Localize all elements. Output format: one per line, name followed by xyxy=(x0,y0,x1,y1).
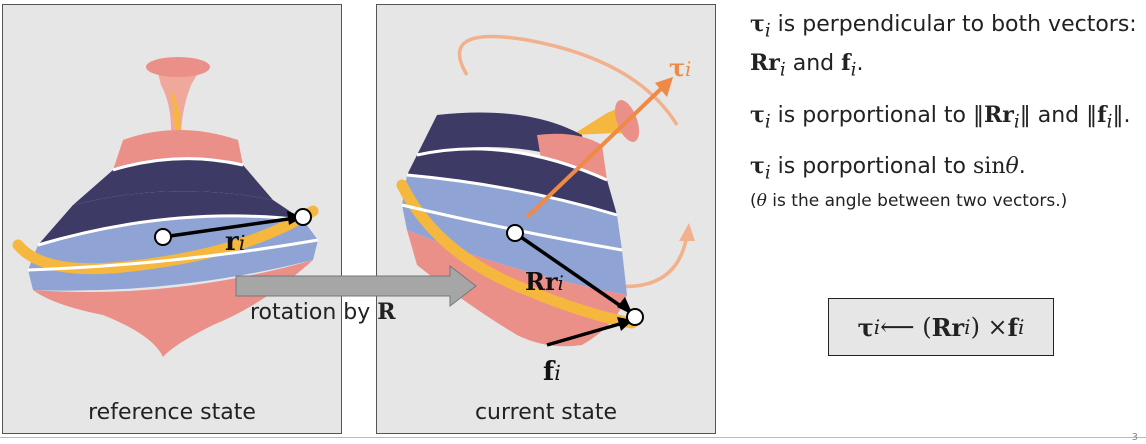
handle-highlight xyxy=(171,90,181,130)
rotation-label: rotation by R xyxy=(250,299,396,325)
band-line xyxy=(416,147,608,182)
current-spinning-top xyxy=(396,34,695,347)
top-band-salmon xyxy=(113,130,243,170)
rotation-arrowhead xyxy=(679,223,695,241)
current-caption: current state xyxy=(474,400,618,425)
band-line xyxy=(406,173,618,217)
top-band-navy xyxy=(73,158,273,205)
rotation-arc-top xyxy=(457,34,679,126)
top-handle xyxy=(158,70,198,130)
r-end-point xyxy=(294,208,312,226)
reference-state-panel: ri reference state xyxy=(2,4,342,434)
vector-rr-arrow xyxy=(514,231,626,311)
mid-band-navy xyxy=(407,148,617,215)
rr-end-point xyxy=(626,308,644,326)
reference-spinning-top xyxy=(12,57,319,357)
vector-r-label: ri xyxy=(225,227,246,257)
vector-f-arrow xyxy=(546,321,624,347)
band-line xyxy=(27,238,319,272)
rr-start-point xyxy=(506,224,524,242)
tau-axis-arrow xyxy=(525,83,667,219)
footer-divider xyxy=(0,437,1146,438)
tau-label: τi xyxy=(669,53,692,82)
explanation-text: τi is perpendicular to both vectors: Rri… xyxy=(750,8,1142,224)
yellow-ring xyxy=(12,205,319,275)
paragraph-perpendicular: τi is perpendicular to both vectors: Rri… xyxy=(750,11,1137,81)
paragraph-sine: τi is porportional to sinθ. (θ is the an… xyxy=(750,150,1142,211)
page-number: 3 xyxy=(1131,432,1138,443)
vector-f-label: fi xyxy=(543,357,561,387)
paragraph-magnitude: τi is porportional to ‖Rri‖ and ‖fi‖. xyxy=(750,101,1131,133)
band-line xyxy=(112,157,244,172)
band-line xyxy=(37,214,304,247)
reference-caption: reference state xyxy=(88,400,256,425)
vector-rr-label: Rri xyxy=(525,267,564,296)
theta-note: (θ is the angle between two vectors.) xyxy=(750,190,1068,211)
mid-band-blue xyxy=(402,175,622,250)
handle-cap xyxy=(146,57,210,77)
yellow-ring xyxy=(396,179,638,329)
r-start-point xyxy=(154,228,172,246)
tau-arrowhead xyxy=(655,77,673,97)
vector-r-arrow xyxy=(162,216,296,239)
top-band-salmon xyxy=(537,133,607,180)
current-state-panel: Rri fi τi current state xyxy=(376,4,716,434)
